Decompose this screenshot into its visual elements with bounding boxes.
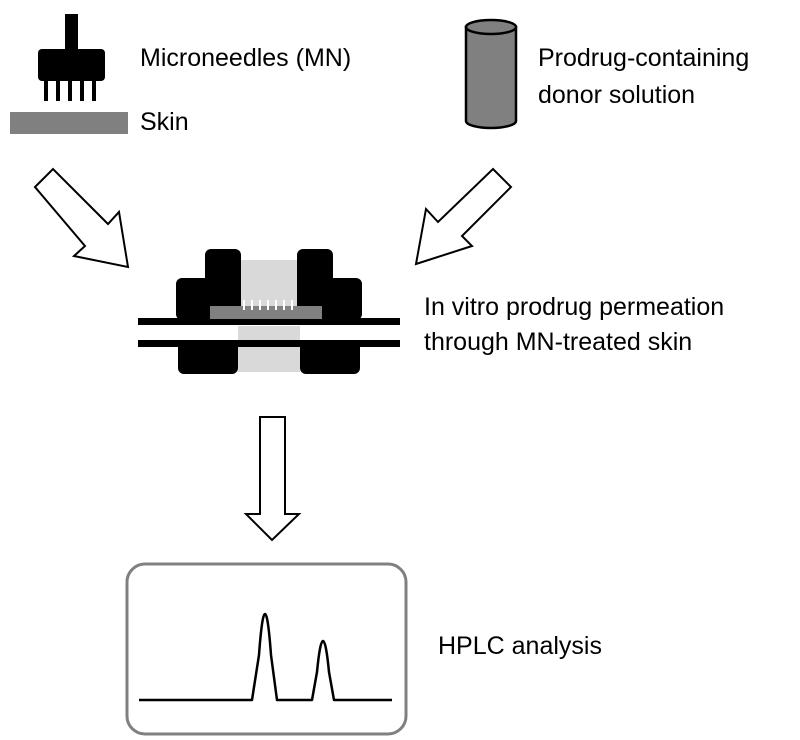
microneedles-label: Microneedles (MN) [140, 44, 351, 72]
hplc-chromatogram-icon [125, 562, 408, 736]
arrow-down-icon [243, 416, 302, 542]
permeation-label-line1: In vitro prodrug permeation [424, 293, 724, 321]
arrow-down-left-icon [414, 167, 513, 266]
donor-cylinder-icon [464, 18, 518, 130]
diffusion-cell-icon [138, 249, 400, 374]
skin-label: Skin [140, 108, 189, 136]
permeation-label-line2: through MN-treated skin [424, 328, 692, 356]
hplc-analysis-label: HPLC analysis [438, 632, 602, 660]
donor-solution-label-line2: donor solution [538, 81, 695, 109]
skin-strip-icon [10, 112, 128, 134]
donor-solution-label-line1: Prodrug-containing [538, 44, 749, 72]
arrow-down-right-icon [33, 167, 130, 269]
microneedle-icon [38, 14, 105, 101]
